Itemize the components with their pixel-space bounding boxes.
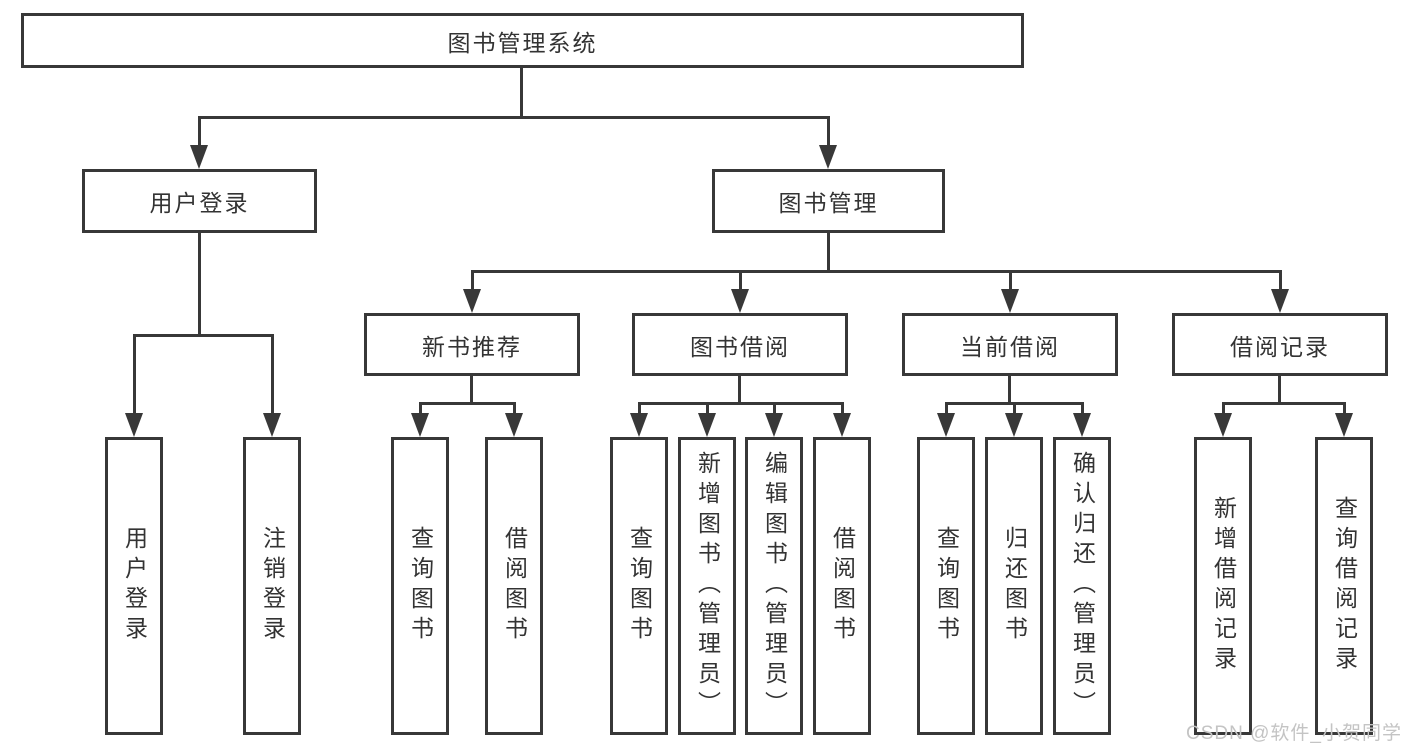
connector-drop (773, 402, 776, 418)
arrow-down (819, 145, 837, 169)
connector-drop (739, 270, 742, 292)
arrow-down (1001, 289, 1019, 313)
connector-drop (513, 402, 516, 418)
connector-drop (1009, 270, 1012, 292)
arrow-down (263, 413, 281, 437)
connector-stem (470, 374, 473, 404)
node-book-borrow-label: 图书借阅 (690, 333, 790, 360)
connector-stem (1278, 374, 1281, 404)
node-book-management-label: 图书管理 (778, 190, 879, 216)
node-book-management: 图书管理 (712, 169, 945, 233)
leaf-logout-label: 注销登录 (259, 526, 286, 646)
leaf-query-books-borrow: 查询图书 (610, 437, 668, 735)
leaf-add-books-admin-label: 新增图书（管理员） (694, 451, 721, 721)
node-current-borrow-label: 当前借阅 (960, 333, 1060, 360)
connector-l2-rail (198, 116, 830, 119)
leaf-query-borrow-record-label: 查询借阅记录 (1331, 496, 1358, 676)
leaf-query-books-current-label: 查询图书 (933, 526, 960, 646)
connector-drop (1343, 402, 1346, 418)
node-borrow-records: 借阅记录 (1172, 313, 1388, 376)
node-root: 图书管理系统 (21, 13, 1024, 68)
arrow-down (190, 145, 208, 169)
connector-drop (471, 270, 474, 292)
node-new-book-recommend-label: 新书推荐 (422, 333, 522, 360)
leaf-query-books-current: 查询图书 (917, 437, 975, 735)
node-root-label: 图书管理系统 (447, 29, 598, 56)
connector-stem (738, 374, 741, 404)
leaf-add-borrow-record-label: 新增借阅记录 (1210, 496, 1237, 676)
leaf-user-login-label: 用户登录 (121, 526, 148, 646)
connector-root-stem (520, 66, 523, 118)
arrow-down (1271, 289, 1289, 313)
arrow-down (1335, 413, 1353, 437)
connector-drop (271, 334, 274, 417)
connector-book-mgmt-stem (827, 231, 830, 272)
connector-drop (945, 402, 948, 418)
leaf-borrow-books-label: 借阅图书 (829, 526, 856, 646)
leaf-edit-books-admin: 编辑图书（管理员） (745, 437, 803, 735)
connector-user-login-stem (198, 231, 201, 336)
connector-rail (419, 402, 516, 405)
arrow-down (765, 413, 783, 437)
leaf-add-borrow-record: 新增借阅记录 (1194, 437, 1252, 735)
arrow-down (630, 413, 648, 437)
arrow-down (937, 413, 955, 437)
leaf-return-books: 归还图书 (985, 437, 1043, 735)
arrow-down (1214, 413, 1232, 437)
leaf-borrow-books: 借阅图书 (813, 437, 871, 735)
arrow-down (698, 413, 716, 437)
connector-drop (133, 334, 136, 417)
leaf-return-books-label: 归还图书 (1001, 526, 1028, 646)
leaf-user-login: 用户登录 (105, 437, 163, 735)
connector-l2-right-drop (827, 116, 830, 148)
arrow-down (731, 289, 749, 313)
leaf-borrow-books-recommend-label: 借阅图书 (501, 526, 528, 646)
node-current-borrow: 当前借阅 (902, 313, 1118, 376)
node-borrow-records-label: 借阅记录 (1230, 333, 1330, 360)
node-book-borrow: 图书借阅 (632, 313, 848, 376)
leaf-logout: 注销登录 (243, 437, 301, 735)
connector-drop (1081, 402, 1084, 418)
leaf-query-borrow-record: 查询借阅记录 (1315, 437, 1373, 735)
leaf-query-books-recommend: 查询图书 (391, 437, 449, 735)
connector-drop (419, 402, 422, 418)
connector-rail (1222, 402, 1346, 405)
connector-drop (841, 402, 844, 418)
connector-user-login-rail (133, 334, 274, 337)
leaf-confirm-return-admin-label: 确认归还（管理员） (1069, 451, 1096, 721)
csdn-watermark: CSDN @软件_小贺同学 (1186, 723, 1402, 744)
connector-rail (638, 402, 843, 405)
leaf-query-books-borrow-label: 查询图书 (626, 526, 653, 646)
connector-drop (706, 402, 709, 418)
leaf-confirm-return-admin: 确认归还（管理员） (1053, 437, 1111, 735)
node-user-login: 用户登录 (82, 169, 317, 233)
arrow-down (833, 413, 851, 437)
connector-l2-left-drop (198, 116, 201, 148)
arrow-down (505, 413, 523, 437)
leaf-add-books-admin: 新增图书（管理员） (678, 437, 736, 735)
leaf-edit-books-admin-label: 编辑图书（管理员） (761, 451, 788, 721)
arrow-down (463, 289, 481, 313)
arrow-down (1005, 413, 1023, 437)
connector-drop (1222, 402, 1225, 418)
connector-drop (1013, 402, 1016, 418)
connector-stem (1008, 374, 1011, 404)
arrow-down (411, 413, 429, 437)
node-new-book-recommend: 新书推荐 (364, 313, 580, 376)
leaf-borrow-books-recommend: 借阅图书 (485, 437, 543, 735)
connector-l3-rail (471, 270, 1281, 273)
node-user-login-label: 用户登录 (149, 190, 250, 216)
connector-drop (638, 402, 641, 418)
arrow-down (1073, 413, 1091, 437)
connector-drop (1279, 270, 1282, 292)
arrow-down (125, 413, 143, 437)
leaf-query-books-recommend-label: 查询图书 (407, 526, 434, 646)
